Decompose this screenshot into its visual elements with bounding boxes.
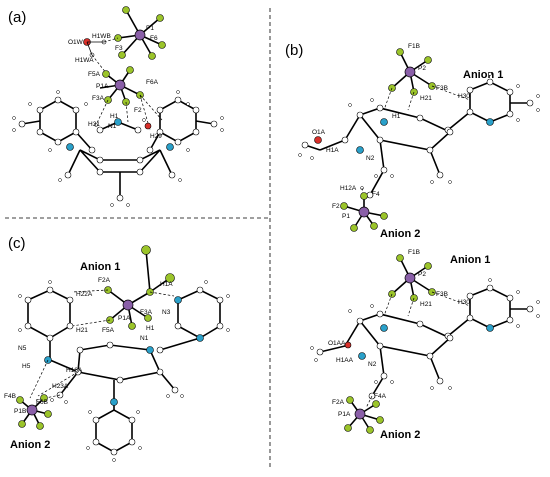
anion2-c (16, 394, 52, 430)
atom-label: F4B (4, 393, 16, 400)
atom-label: F6 (150, 35, 158, 42)
phosphorus-atom (134, 29, 146, 41)
anion-2-label: Anion 2 (380, 429, 420, 441)
atom-label: N5 (18, 345, 27, 352)
nitrogen-atom (66, 143, 74, 151)
atom-label: P2 (418, 271, 426, 278)
atom-label: H1AA (336, 357, 354, 364)
atom-label: H31 (88, 121, 100, 128)
anion2-b (340, 192, 388, 232)
atom-label: H1A (326, 147, 339, 154)
atom-label: P2 (418, 65, 426, 72)
panel-c: (c) Anion 1 Anion 2 F2A H22A H1A N3 P1A … (4, 235, 230, 462)
atom-label: F5A (102, 327, 115, 334)
atom-label: O1AA (328, 340, 346, 347)
atom-label: O1A (312, 129, 326, 136)
anion-2-label: Anion 2 (10, 439, 50, 451)
anion-2-label: Anion 2 (380, 228, 420, 240)
atom-label: H23A (52, 383, 69, 390)
atom-label: H30 (458, 299, 470, 306)
atom-label: F3 (115, 45, 123, 52)
atom-label: F4A (374, 393, 387, 400)
atom-label: F4 (372, 191, 380, 198)
atom-label: P1A (96, 83, 109, 90)
panel-b: (b) Anion 1 Anion 2 F1B P2 F3B H21 H30 (285, 42, 540, 240)
anion1-c (104, 245, 175, 330)
anion-1-label: Anion 1 (463, 69, 503, 81)
atom-label: N2 (368, 361, 377, 368)
atom-label: P1A (338, 411, 351, 418)
atom-label: H1 (110, 113, 119, 120)
macrocycle-d (310, 278, 540, 400)
atom-label: H16A (66, 367, 83, 374)
atom-label: F2A (98, 277, 111, 284)
panel-a: (a) O1W H1WB H1WA F6 F3 P1 (8, 6, 224, 207)
atom-label: F3A (140, 309, 153, 316)
atom-label: H1 (392, 113, 401, 120)
atom-label: H1A (160, 281, 173, 288)
anion-1-label: Anion 1 (450, 254, 490, 266)
atom-label: N2 (366, 155, 375, 162)
anion2-d (344, 396, 384, 434)
atom-label: F6A (146, 79, 159, 86)
atom-label: F3B (436, 291, 448, 298)
atom-label: H30 (458, 93, 470, 100)
atom-label: N3 (162, 309, 171, 316)
atom-label: H5 (22, 363, 31, 370)
atom-label: N1 (108, 123, 117, 130)
atom-label: P1 (342, 213, 350, 220)
atom-label: O1W (68, 39, 84, 46)
atom-label: F1B (408, 43, 420, 50)
macrocycle-a (12, 90, 224, 207)
atom-label: H22A (76, 291, 93, 298)
macrocycle-b (298, 72, 540, 199)
atom-label: F5A (88, 71, 101, 78)
panel-d: Anion 1 Anion 2 F1B P2 F3B H21 H30 (310, 249, 540, 441)
atom-label: F1B (408, 249, 420, 256)
atom-label: H12A (340, 185, 357, 192)
anion-1-label: Anion 1 (80, 261, 120, 273)
atom-label: F3B (436, 85, 448, 92)
atom-label: H21 (420, 95, 432, 102)
panel-b-label: (b) (285, 42, 303, 59)
atom-label: F3A (92, 95, 105, 102)
atom-label: H21 (76, 327, 88, 334)
atom-label: N1 (140, 335, 149, 342)
atom-label: P1A (118, 315, 131, 322)
macrocycle-c (18, 280, 230, 462)
atom-label: H29 (150, 133, 162, 140)
atom-label: H1 (146, 325, 155, 332)
atom-label: H1WB (92, 33, 111, 40)
panel-a-label: (a) (8, 9, 26, 26)
atom-label: H21 (420, 301, 432, 308)
atom-label: P1B (14, 408, 26, 415)
atom-label: F2 (332, 203, 340, 210)
atom-label: H1WA (75, 57, 94, 64)
atom-label: P1 (146, 25, 154, 32)
atom-label: F6B (36, 399, 48, 406)
anion1-b (388, 48, 436, 96)
atom-label: F2 (134, 107, 142, 114)
panel-c-label: (c) (8, 235, 26, 252)
atom-label: F2A (332, 399, 345, 406)
anion1-d (388, 254, 436, 302)
